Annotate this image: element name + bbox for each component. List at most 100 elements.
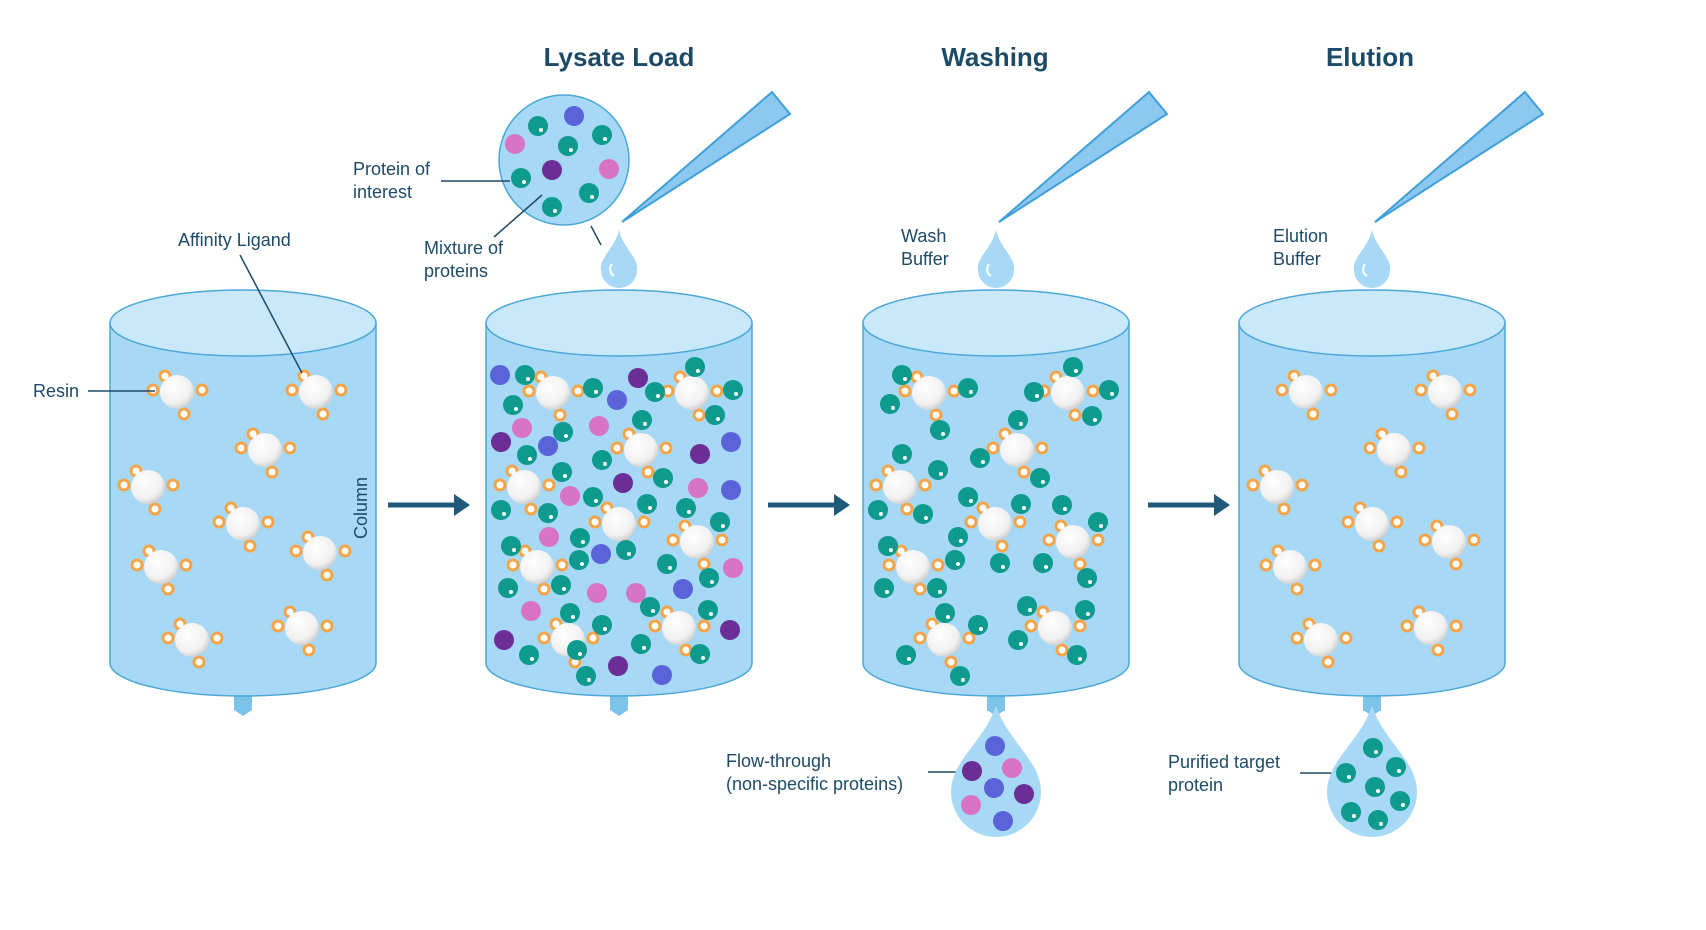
protein-highlight <box>1110 392 1114 396</box>
resin-bead <box>285 369 348 421</box>
protein-highlight <box>903 456 907 460</box>
protein <box>567 640 587 660</box>
protein <box>607 390 627 410</box>
resin-bead <box>522 370 585 422</box>
resin-core <box>285 611 319 645</box>
affinity-ligand <box>195 383 209 397</box>
column-outlet <box>610 696 628 716</box>
affinity-ligand <box>610 441 624 455</box>
affinity-ligand <box>1449 619 1463 633</box>
affinity-ligand <box>1363 441 1377 455</box>
protein <box>721 480 741 500</box>
affinity-ligand <box>289 544 303 558</box>
resin-bead <box>130 544 193 596</box>
resin-bead <box>271 605 334 657</box>
target-protein <box>1008 410 1028 430</box>
protein-highlight <box>528 457 532 461</box>
protein-highlight <box>656 394 660 398</box>
affinity-ligand <box>666 533 680 547</box>
protein <box>512 418 532 438</box>
affinity-ligand <box>1463 383 1477 397</box>
protein-highlight <box>1019 422 1023 426</box>
affinity-ligand <box>522 384 536 398</box>
protein <box>583 378 603 398</box>
affinity-ligand <box>962 631 976 645</box>
protein-highlight <box>643 422 647 426</box>
resin-core <box>883 470 917 504</box>
protein-highlight <box>668 566 672 570</box>
protein-highlight <box>1093 418 1097 422</box>
resin-core <box>602 507 636 541</box>
target-protein <box>948 527 968 547</box>
protein <box>599 159 619 179</box>
protein <box>628 368 648 388</box>
resin-bead <box>146 369 209 421</box>
resin-core <box>536 376 570 410</box>
resin-core <box>1051 376 1085 410</box>
target-protein <box>1386 757 1406 777</box>
protein <box>993 811 1013 831</box>
protein-highlight <box>581 540 585 544</box>
resin-bead <box>1400 605 1463 657</box>
protein-highlight <box>1397 769 1401 773</box>
target-protein <box>913 504 933 524</box>
affinity-ligand <box>1068 408 1082 422</box>
affinity-ligand <box>1431 643 1445 657</box>
protein-highlight <box>956 562 960 566</box>
label-mixture: Mixture of <box>424 238 504 258</box>
protein-highlight <box>530 657 534 661</box>
resin-core <box>912 376 946 410</box>
target-protein <box>896 645 916 665</box>
affinity-ligand <box>697 557 711 571</box>
target-protein <box>1017 596 1037 616</box>
target-protein <box>1067 645 1087 665</box>
affinity-ligand <box>1055 643 1069 657</box>
affinity-ligand <box>261 515 275 529</box>
affinity-ligand <box>869 478 883 492</box>
target-protein <box>1099 380 1119 400</box>
resin-core <box>1056 525 1090 559</box>
label-purified-2: protein <box>1168 775 1223 795</box>
affinity-ligand <box>715 533 729 547</box>
protein-highlight <box>564 434 568 438</box>
protein-highlight <box>903 377 907 381</box>
affinity-ligand <box>692 408 706 422</box>
protein-highlight <box>1088 580 1092 584</box>
target-protein <box>1063 357 1083 377</box>
protein <box>552 462 572 482</box>
protein <box>616 540 636 560</box>
protein <box>528 116 548 136</box>
affinity-ligand <box>1259 558 1273 572</box>
affinity-ligand <box>334 383 348 397</box>
protein <box>519 645 539 665</box>
protein <box>551 575 571 595</box>
outlet <box>987 697 1005 711</box>
protein <box>491 500 511 520</box>
resin-core <box>175 623 209 657</box>
affinity-ligand <box>913 631 927 645</box>
affinity-ligand <box>571 384 585 398</box>
pipette-icon <box>621 90 792 223</box>
protein-highlight <box>539 128 543 132</box>
resin-core <box>896 550 930 584</box>
protein-highlight <box>571 615 575 619</box>
protein-highlight <box>1099 524 1103 528</box>
protein-highlight <box>939 472 943 476</box>
protein-highlight <box>651 609 655 613</box>
protein-highlight <box>969 499 973 503</box>
protein-highlight <box>907 657 911 661</box>
affinity-ligand <box>588 515 602 529</box>
protein-highlight <box>1401 803 1405 807</box>
affinity-ligand <box>710 384 724 398</box>
affinity-ligand <box>283 441 297 455</box>
label-affinity-ligand: Affinity Ligand <box>178 230 291 250</box>
affinity-ligand <box>320 619 334 633</box>
affinity-ligand <box>931 558 945 572</box>
affinity-ligand <box>918 478 932 492</box>
protein-highlight <box>526 377 530 381</box>
protein <box>690 444 710 464</box>
resin-bead <box>117 464 180 516</box>
resin-core <box>131 470 165 504</box>
protein <box>631 634 651 654</box>
